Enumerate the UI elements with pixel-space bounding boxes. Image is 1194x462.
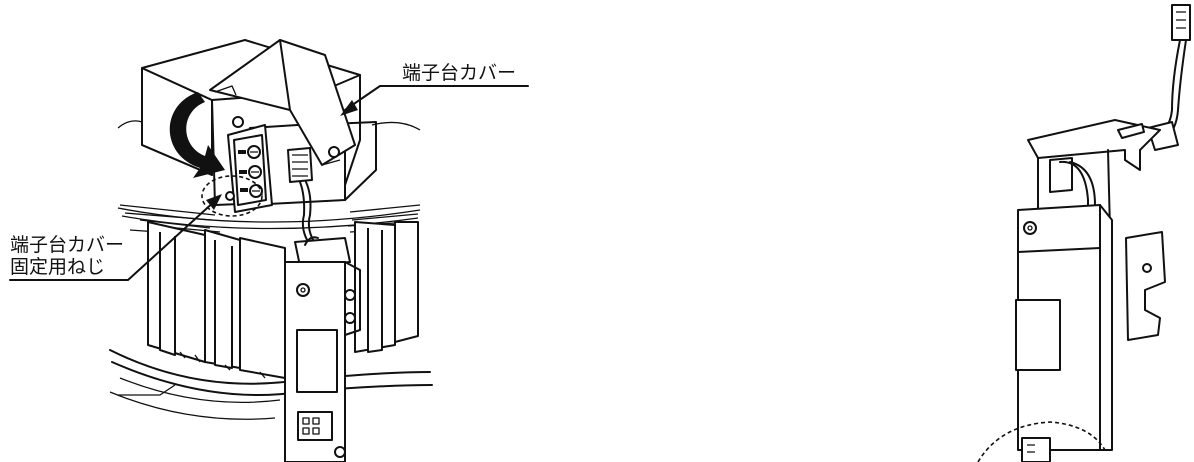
terminal-cover [209,39,356,166]
control-module [284,236,361,462]
connector [287,147,317,246]
rotate-arrow [169,92,225,178]
cover-screw-label-line2: 固定用ねじ [10,256,106,278]
cable [1147,4,1191,151]
right-illustration [977,4,1191,462]
leader-lines [9,85,529,281]
screw-highlight [201,175,263,217]
terminal-cover-label: 端子台カバー [402,62,517,84]
left-illustration [9,39,529,462]
terminal-block [227,116,273,213]
cover-screw-label-line1: 端子台カバー [10,234,125,256]
right-module [977,204,1113,462]
heatsink-panels [147,221,419,379]
